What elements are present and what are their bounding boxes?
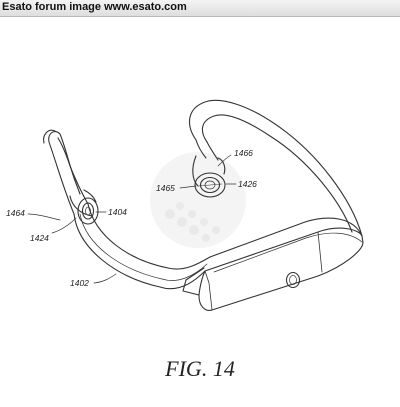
ref-1424: 1424 bbox=[30, 233, 49, 243]
left-earbud bbox=[69, 189, 99, 225]
source-banner: Esato forum image www.esato.com bbox=[0, 0, 400, 17]
control-housing bbox=[182, 217, 364, 311]
left-ear-hook bbox=[43, 129, 89, 215]
right-earbud bbox=[192, 155, 226, 198]
right-ear-hook bbox=[188, 99, 363, 237]
leader-lines bbox=[27, 154, 237, 284]
ref-1464: 1464 bbox=[6, 208, 25, 218]
neckband bbox=[73, 203, 211, 290]
ref-1465: 1465 bbox=[156, 183, 175, 193]
ref-1466: 1466 bbox=[234, 148, 253, 158]
ref-1426: 1426 bbox=[238, 179, 257, 189]
source-banner-text: Esato forum image www.esato.com bbox=[2, 1, 187, 13]
figure-caption: FIG. 14 bbox=[165, 356, 235, 381]
ref-1402: 1402 bbox=[70, 278, 89, 288]
ref-1404: 1404 bbox=[108, 207, 127, 217]
patent-drawing: 1466 1465 1426 1464 1404 1424 1402 bbox=[6, 99, 364, 311]
watermark-logo bbox=[150, 152, 246, 248]
